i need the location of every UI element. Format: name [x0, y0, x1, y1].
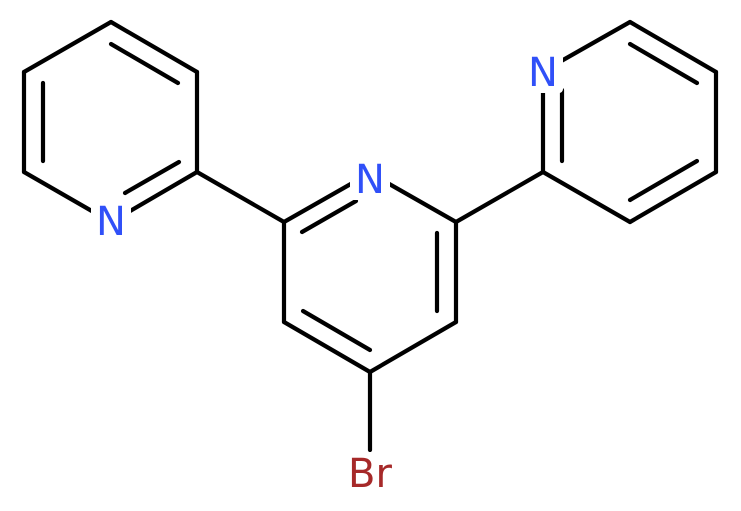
bond-right-c4-c3 — [627, 169, 719, 225]
bonds — [21, 19, 719, 453]
bond-c6-right-ring — [453, 169, 546, 225]
bond-right-c4-c3-double — [627, 158, 700, 203]
bond-c2-n1-double — [299, 198, 359, 235]
bond-c2-n1 — [281, 178, 359, 225]
bond-left-c2-n — [122, 169, 200, 217]
bromine-label: Br — [348, 451, 392, 497]
bond-left-c5-c4 — [21, 19, 114, 75]
central-nitrogen-label: N — [355, 157, 385, 203]
bond-c5-c4 — [367, 319, 459, 375]
right-nitrogen-label: N — [528, 50, 558, 96]
bond-left-c4-c3-double — [108, 41, 181, 86]
atom-central-nitrogen: N — [350, 157, 390, 203]
bond-right-n-c6 — [553, 19, 633, 67]
atom-right-nitrogen: N — [523, 50, 563, 96]
bond-c4-c3-double — [300, 308, 373, 353]
bond-left-c4-c3 — [108, 19, 200, 75]
atom-labels: N N N Br — [91, 50, 563, 497]
bond-c4-c3 — [281, 319, 373, 375]
bond-n1-c6 — [381, 178, 459, 225]
left-nitrogen-label: N — [96, 199, 126, 245]
bond-right-c6-c5-double — [627, 41, 700, 86]
bond-c2-left-ring — [194, 169, 287, 225]
atom-bromine: Br — [343, 451, 399, 497]
bond-right-c6-c5 — [627, 19, 719, 75]
bond-right-c3-c2 — [540, 169, 633, 225]
bond-left-c2-n-double — [122, 159, 182, 196]
bond-left-n-c6 — [21, 169, 100, 217]
atom-left-nitrogen: N — [91, 199, 131, 245]
